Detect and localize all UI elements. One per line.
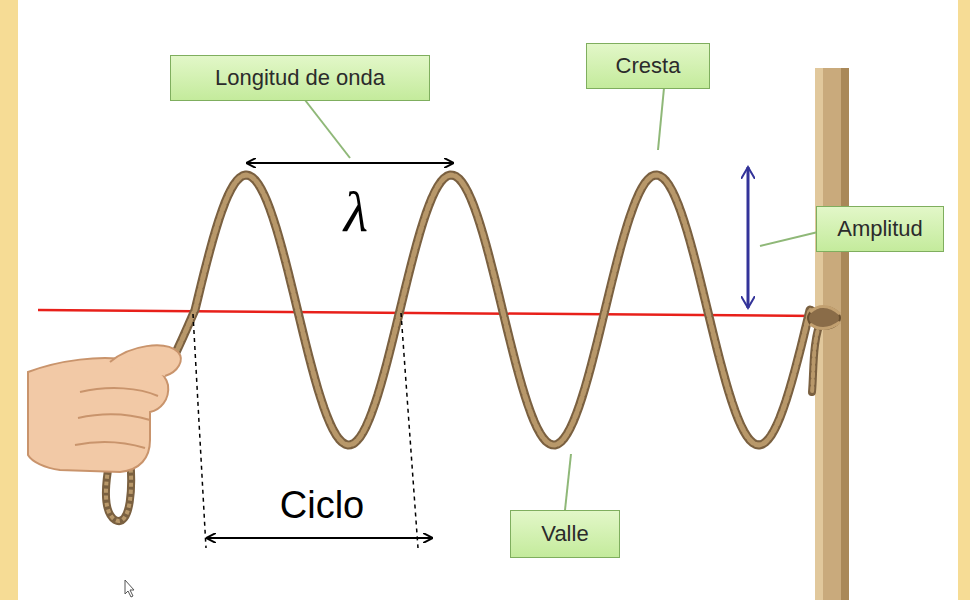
rope-knot bbox=[808, 307, 840, 329]
amplitude-label-box: Amplitud bbox=[816, 206, 944, 252]
knot-detail bbox=[810, 306, 840, 328]
cycle-label: Ciclo bbox=[278, 486, 366, 524]
label-text: Amplitud bbox=[837, 216, 923, 242]
wavelength-label-box: Longitud de onda bbox=[170, 55, 430, 101]
trough-label-box: Valle bbox=[510, 510, 620, 558]
hand bbox=[28, 345, 181, 472]
leader-line bbox=[658, 88, 664, 150]
mouse-pointer bbox=[125, 580, 134, 597]
rope-wave-twist bbox=[168, 175, 824, 445]
leader-line bbox=[305, 100, 350, 158]
crest-label-box: Cresta bbox=[586, 43, 710, 89]
wavelength-symbol: λ bbox=[344, 184, 368, 240]
label-text: Valle bbox=[541, 521, 588, 547]
wavelength-arrow bbox=[247, 162, 453, 164]
amplitude-arrow bbox=[747, 167, 750, 308]
post-shadow bbox=[841, 68, 849, 600]
label-text: Cresta bbox=[616, 53, 681, 79]
label-text: Longitud de onda bbox=[215, 65, 385, 91]
cycle-arrow bbox=[207, 537, 432, 539]
leader-line bbox=[760, 232, 818, 246]
leader-line bbox=[565, 454, 571, 510]
equilibrium-line bbox=[38, 310, 818, 316]
cycle-dashed-line bbox=[401, 313, 418, 548]
cycle-dashed-line bbox=[193, 314, 206, 548]
rope-wave bbox=[168, 175, 824, 445]
